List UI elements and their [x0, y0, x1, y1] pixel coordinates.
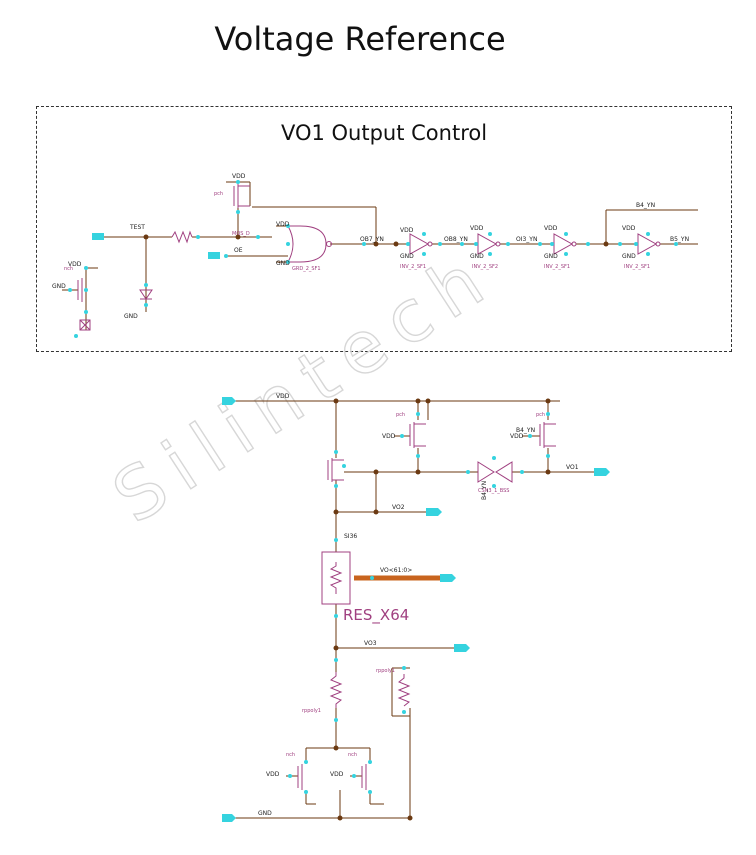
label-gnd-c: GND — [276, 260, 290, 267]
label-oe: OE — [234, 247, 243, 254]
label-b5: B5_YN — [670, 236, 689, 243]
label-pch-b: pch — [536, 412, 545, 418]
label-nch: nch — [64, 266, 73, 272]
label-oi3: OI3_YN — [516, 236, 537, 243]
label-vdd-a-b: VDD — [382, 433, 396, 440]
label-vdd-b: VDD — [276, 221, 290, 228]
bottom-junctions — [333, 398, 551, 821]
label-vdd-f: VDD — [622, 225, 636, 232]
pmos-main — [327, 458, 344, 482]
label-b4: B4_YN — [516, 427, 535, 434]
label-vo1: VO1 — [566, 464, 579, 471]
label-vo2: VO2 — [392, 504, 405, 511]
label-b4-top: B4_YN — [636, 202, 655, 209]
vo1-output-control-frame: VO1 Output Control — [36, 106, 732, 352]
label-pch-a: pch — [396, 412, 405, 418]
label-gnd-g: GND — [622, 253, 636, 260]
label-gnd-d: GND — [400, 253, 414, 260]
label-vdd-a: VDD — [232, 173, 246, 180]
label-vdd-c: VDD — [400, 227, 414, 234]
label-gnd-f: GND — [544, 253, 558, 260]
label-vo-bus: VO<61:0> — [380, 567, 412, 574]
label-nand: GRD_2_SF1 — [292, 266, 321, 272]
label-vdd-c-b: VDD — [330, 771, 344, 778]
bottom-pins — [288, 412, 550, 794]
label-inv2: INV_2_SF2 — [472, 264, 498, 270]
label-tg: CSN3_1_BSS — [478, 488, 509, 494]
test-resistor — [171, 230, 193, 244]
label-ob8: OB8_YN — [444, 236, 468, 243]
svg-text:Silintech: Silintech — [99, 232, 510, 539]
label-b4-tg-wrap: B4_YN — [481, 481, 488, 500]
page-title: Voltage Reference — [214, 20, 506, 58]
label-vdd-left: VDD — [68, 261, 82, 268]
label-inv1: INV_2_SF1 — [400, 264, 426, 270]
pmos-b — [539, 422, 556, 448]
section-title: VO1 Output Control — [280, 121, 488, 145]
label-vo3: VO3 — [364, 640, 377, 647]
resistor-side — [397, 674, 411, 707]
label-rppoly-b: rppoly1 — [376, 668, 395, 674]
label-gnd-a: GND — [52, 283, 66, 290]
label-mos: MOS_D — [232, 231, 250, 237]
left-nmos — [77, 278, 91, 331]
transmission-gate — [477, 461, 513, 483]
label-pch: pch — [214, 191, 223, 197]
pmos-a — [409, 422, 426, 448]
top-pmos — [233, 184, 250, 208]
resistor-lower — [329, 672, 343, 708]
test-diode — [139, 289, 153, 300]
label-inv4: INV_2_SF1 — [624, 264, 650, 270]
label-nch-a: nch — [286, 752, 295, 758]
res-x64 — [321, 551, 440, 605]
label-vdd-d-b: VDD — [510, 433, 524, 440]
nand-gate — [287, 225, 327, 263]
nmos-a — [297, 764, 303, 790]
inverter-4 — [637, 233, 661, 255]
label-gnd: GND — [258, 810, 272, 817]
label-b4-tg: B4_YN — [481, 481, 488, 500]
label-si36: SI36 — [344, 533, 357, 540]
label-nch-b: nch — [348, 752, 357, 758]
label-rppoly: rppoly1 — [302, 708, 321, 714]
label-gnd-b: GND — [124, 313, 138, 320]
bottom-ports — [222, 397, 610, 822]
label-vdd-e: VDD — [544, 225, 558, 232]
label-res-x64: RES_X64 — [343, 606, 409, 625]
top-junctions — [143, 234, 609, 247]
bottom-wires — [228, 400, 600, 819]
label-inv3: INV_2_SF1 — [544, 264, 570, 270]
label-gnd-e: GND — [470, 253, 484, 260]
inverter-1 — [409, 233, 433, 255]
watermark: Silintech — [98, 231, 510, 540]
label-vdd-b-b: VDD — [266, 771, 280, 778]
nmos-b — [361, 764, 367, 790]
label-vdd-rail: VDD — [276, 393, 290, 400]
label-vdd-d: VDD — [470, 225, 484, 232]
inverter-2 — [477, 233, 501, 255]
label-test: TEST — [129, 224, 145, 231]
label-ob7: OB7_YN — [360, 236, 384, 243]
inverter-3 — [553, 233, 577, 255]
